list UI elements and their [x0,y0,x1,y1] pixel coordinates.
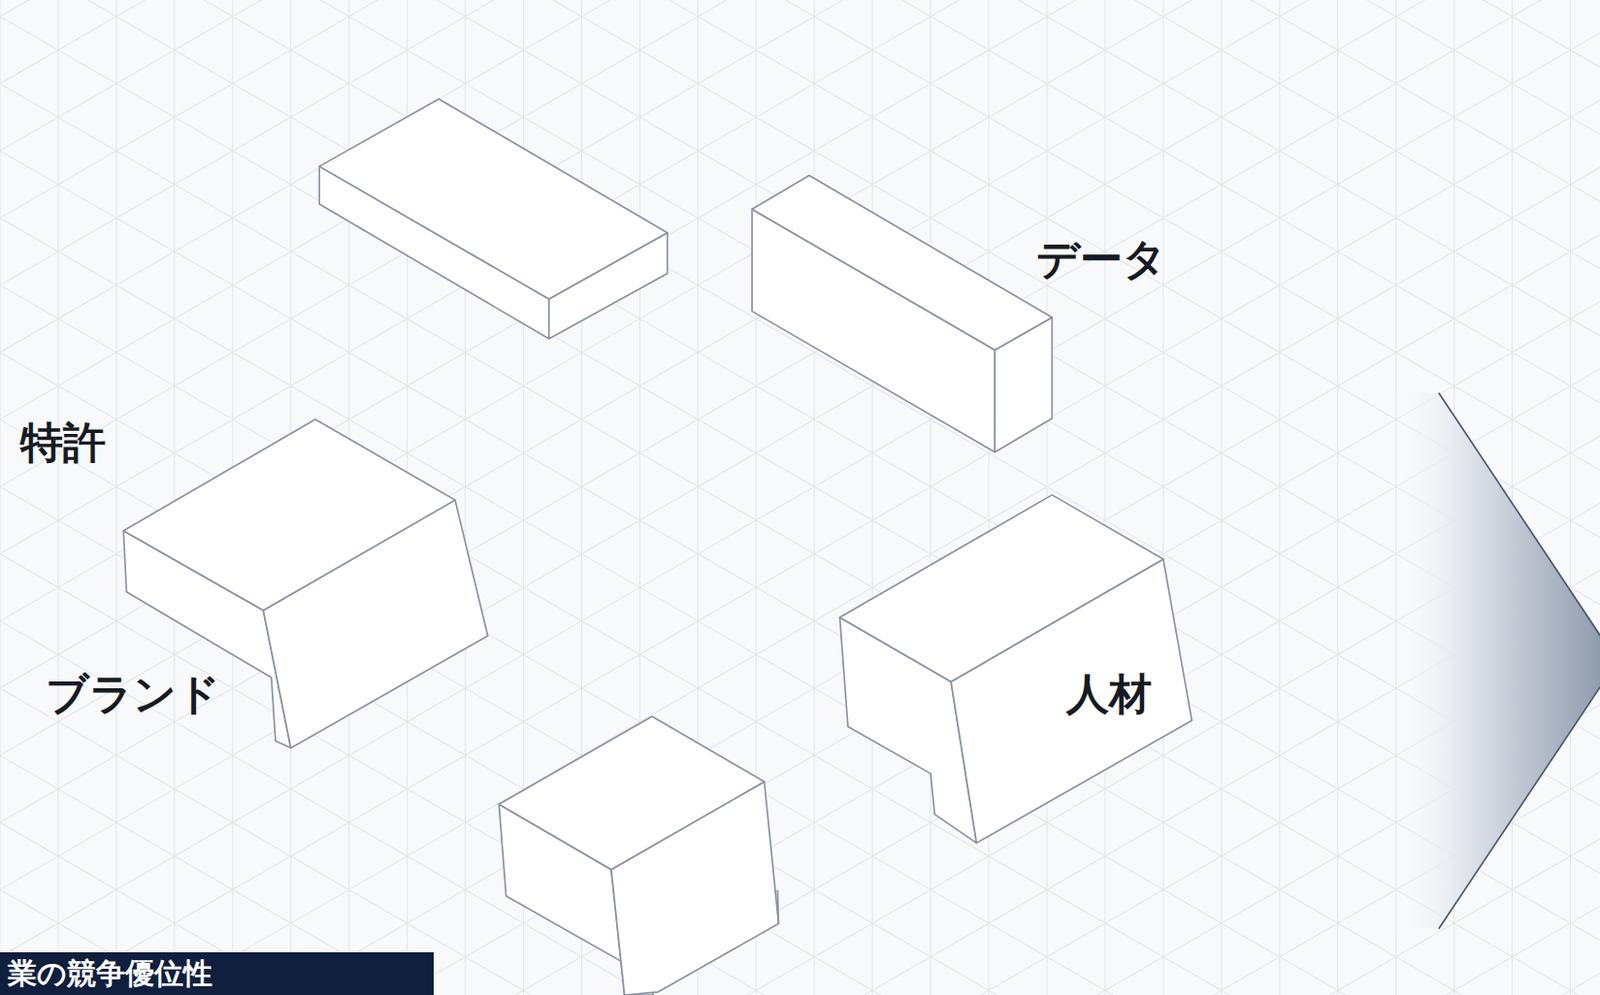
block-label: ブランド [45,669,221,719]
block [751,175,1052,453]
chevron-shade [1387,392,1600,929]
block-label: 特許 [20,418,106,468]
banner-text: 業の競争優位性 [7,955,411,991]
block [319,98,668,339]
block-label: データ [1036,234,1167,285]
block [840,494,1193,843]
title-banner: 業の競争優位性 [0,951,434,995]
block [498,716,779,995]
block-label: 人材 [1066,669,1152,719]
chevron-arrow [1438,392,1600,929]
